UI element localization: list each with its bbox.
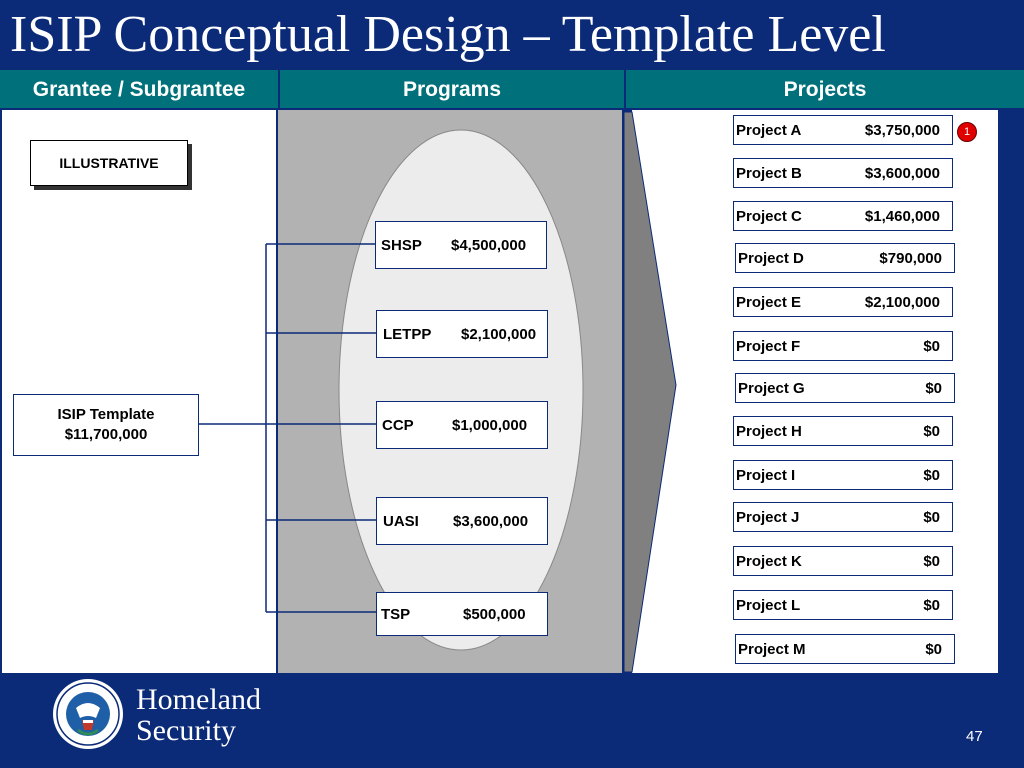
project-name: Project K xyxy=(736,552,802,570)
project-name: Project C xyxy=(736,207,802,225)
project-e[interactable]: Project E $2,100,000 xyxy=(733,287,953,317)
program-amount: $2,100,000 xyxy=(461,325,537,343)
program-name: UASI xyxy=(383,512,419,530)
project-name: Project I xyxy=(736,466,796,484)
program-name: TSP xyxy=(381,605,411,623)
logo-line-1: Homeland xyxy=(136,683,261,716)
project-amount: $790,000 xyxy=(879,249,942,267)
program-shsp[interactable]: SHSP $4,500,000 xyxy=(375,221,547,269)
column-header-programs: Programs xyxy=(278,68,624,110)
project-amount: $2,100,000 xyxy=(864,293,940,311)
project-amount: $0 xyxy=(923,422,940,440)
program-uasi[interactable]: UASI $3,600,000 xyxy=(376,497,548,545)
project-amount: $0 xyxy=(925,640,942,658)
project-k[interactable]: Project K $0 xyxy=(733,546,953,576)
project-amount: $0 xyxy=(923,337,940,355)
slide-title: ISIP Conceptual Design – Template Level xyxy=(0,0,1024,68)
project-name: Project L xyxy=(736,596,801,614)
project-j[interactable]: Project J $0 xyxy=(733,502,953,532)
illustrative-label: ILLUSTRATIVE xyxy=(30,140,188,186)
isip-template-box[interactable]: ISIP Template $11,700,000 xyxy=(13,394,199,456)
column-header-grantee: Grantee / Subgrantee xyxy=(0,68,278,110)
project-amount: $0 xyxy=(923,596,940,614)
project-name: Project H xyxy=(736,422,802,440)
project-b[interactable]: Project B $3,600,000 xyxy=(733,158,953,188)
column-header-projects: Projects xyxy=(624,68,1024,110)
program-ccp[interactable]: CCP $1,000,000 xyxy=(376,401,548,449)
isip-template-amount: $11,700,000 xyxy=(64,426,148,443)
program-amount: $4,500,000 xyxy=(451,236,527,254)
program-name: SHSP xyxy=(381,236,422,254)
project-name: Project D xyxy=(738,249,804,267)
page-number: 47 xyxy=(966,728,983,745)
grantee-panel xyxy=(2,110,276,673)
project-name: Project A xyxy=(736,121,802,139)
project-amount: $0 xyxy=(923,466,940,484)
program-amount: $3,600,000 xyxy=(453,512,529,530)
project-name: Project B xyxy=(736,164,802,182)
isip-template-name: ISIP Template xyxy=(57,406,155,423)
project-name: Project M xyxy=(738,640,806,658)
program-amount: $500,000 xyxy=(463,605,526,623)
project-m[interactable]: Project M $0 xyxy=(735,634,955,664)
project-l[interactable]: Project L $0 xyxy=(733,590,953,620)
program-name: LETPP xyxy=(383,325,432,343)
project-h[interactable]: Project H $0 xyxy=(733,416,953,446)
project-a[interactable]: Project A $3,750,000 xyxy=(733,115,953,145)
project-name: Project F xyxy=(736,337,801,355)
program-letpp[interactable]: LETPP $2,100,000 xyxy=(376,310,548,358)
logo-line-2: Security xyxy=(136,714,236,747)
project-name: Project E xyxy=(736,293,802,311)
project-f[interactable]: Project F $0 xyxy=(733,331,953,361)
project-c[interactable]: Project C $1,460,000 xyxy=(733,201,953,231)
program-name: CCP xyxy=(382,416,414,434)
flow-arrow xyxy=(623,111,677,673)
project-d[interactable]: Project D $790,000 xyxy=(735,243,955,273)
project-amount: $0 xyxy=(925,379,942,397)
project-name: Project G xyxy=(738,379,805,397)
footer-bar xyxy=(0,673,1024,768)
project-g[interactable]: Project G $0 xyxy=(735,373,955,403)
project-amount: $0 xyxy=(923,552,940,570)
project-amount: $0 xyxy=(923,508,940,526)
program-tsp[interactable]: TSP $500,000 xyxy=(376,592,548,636)
project-amount: $1,460,000 xyxy=(864,207,940,225)
connector-lines xyxy=(199,243,376,613)
programs-ellipse xyxy=(338,129,584,651)
project-i[interactable]: Project I $0 xyxy=(733,460,953,490)
program-amount: $1,000,000 xyxy=(452,416,528,434)
note-badge[interactable]: 1 xyxy=(957,122,977,142)
project-amount: $3,750,000 xyxy=(864,121,940,139)
project-name: Project J xyxy=(736,508,800,526)
dhs-seal-icon xyxy=(53,679,123,749)
project-amount: $3,600,000 xyxy=(864,164,940,182)
footer-logo-text: Homeland Security xyxy=(136,684,261,746)
